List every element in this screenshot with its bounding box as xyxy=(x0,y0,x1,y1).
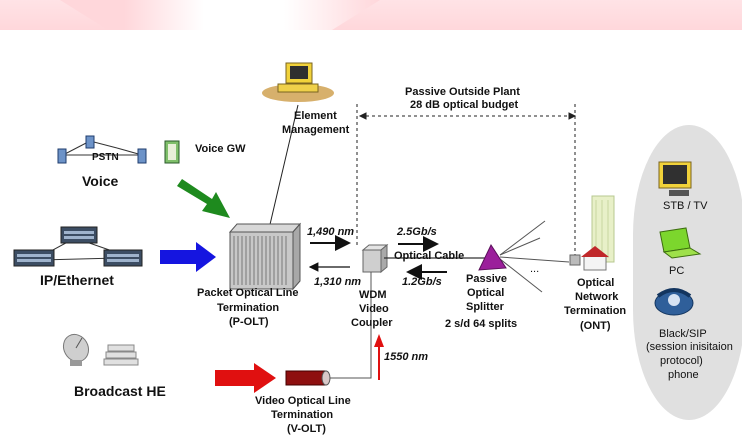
element-mgmt-label-2: Management xyxy=(282,124,350,136)
server-stack-icon xyxy=(103,344,139,366)
pstn-network-icon xyxy=(57,135,147,164)
ont-label-3: Termination xyxy=(564,305,627,317)
pc-laptop-icon xyxy=(659,227,702,259)
splitter-label-3: Splitter xyxy=(466,301,504,313)
phone-label-4: phone xyxy=(668,369,699,381)
ip-ethernet-label: IP/Ethernet xyxy=(40,272,114,288)
stb-tv-icon xyxy=(658,161,692,196)
wavelength-1550-label: 1550 nm xyxy=(384,351,429,363)
ont-label-2: Network xyxy=(575,291,619,303)
ont-label-4: (ONT) xyxy=(580,320,611,332)
wdm-label-3: Coupler xyxy=(351,317,393,329)
splitter-label-2: Optical xyxy=(467,287,505,299)
v-olt-label-1: Video Optical Line xyxy=(255,395,351,407)
broadcast-he-label: Broadcast HE xyxy=(74,383,166,399)
ont-label-1: Optical xyxy=(577,277,615,289)
element-mgmt-line xyxy=(267,104,299,234)
v-olt-label-3: (V-OLT) xyxy=(287,423,326,435)
pc-label: PC xyxy=(669,265,685,277)
top-banner xyxy=(0,0,742,30)
voice-label: Voice xyxy=(82,173,119,189)
phone-label-3: protocol) xyxy=(660,355,703,367)
optical-cable-label: Optical Cable xyxy=(394,250,465,262)
p-olt-chassis-icon xyxy=(228,222,302,291)
broadcast-arrow xyxy=(215,363,276,393)
splitter-label-4: 2 s/d 64 splits xyxy=(445,318,518,330)
optical-budget-label: 28 dB optical budget xyxy=(410,99,519,111)
sip-phone-icon xyxy=(654,288,694,316)
stb-tv-label: STB / TV xyxy=(663,200,708,212)
v-olt-label-2: Termination xyxy=(271,409,334,421)
arrow-1550 xyxy=(374,334,384,380)
pstn-label: PSTN xyxy=(92,152,119,163)
splitter-label-1: Passive xyxy=(466,273,507,285)
upstream-rate-label: 1.2Gb/s xyxy=(402,276,442,288)
downstream-rate-label: 2.5Gb/s xyxy=(397,226,437,238)
video-fiber xyxy=(330,272,372,379)
p-olt-label-1: Packet Optical Line xyxy=(197,287,299,299)
p-olt-label-2: Termination xyxy=(217,302,280,314)
voice-gw-icon xyxy=(164,140,180,164)
ip-ethernet-switches-icon xyxy=(13,226,143,267)
wdm-label-2: Video xyxy=(359,303,389,315)
voice-arrow xyxy=(177,179,230,218)
wavelength-1310-label: 1,310 nm xyxy=(314,276,362,288)
splitter-dots: ... xyxy=(530,263,540,275)
banner-highlight xyxy=(60,0,380,30)
element-management-icon xyxy=(262,62,334,102)
element-mgmt-label-1: Element xyxy=(294,110,337,122)
wavelength-1490-label: 1,490 nm xyxy=(307,226,355,238)
ip-arrow xyxy=(160,242,216,272)
voice-gw-label: Voice GW xyxy=(195,143,246,155)
splitter-icon xyxy=(478,243,507,271)
outside-plant-bracket xyxy=(358,112,577,120)
phone-label-2: (session inisitaion xyxy=(646,341,733,353)
splitter-fanout xyxy=(499,220,570,293)
v-olt-icon xyxy=(285,370,331,386)
ont-building-icon xyxy=(569,195,615,271)
wdm-label-1: WDM xyxy=(359,289,387,301)
wdm-coupler-icon xyxy=(361,243,389,274)
p-olt-label-3: (P-OLT) xyxy=(229,316,269,328)
satellite-dish-icon xyxy=(62,333,90,366)
outside-plant-label: Passive Outside Plant xyxy=(405,86,520,98)
phone-label-1: Black/SIP xyxy=(659,328,707,340)
